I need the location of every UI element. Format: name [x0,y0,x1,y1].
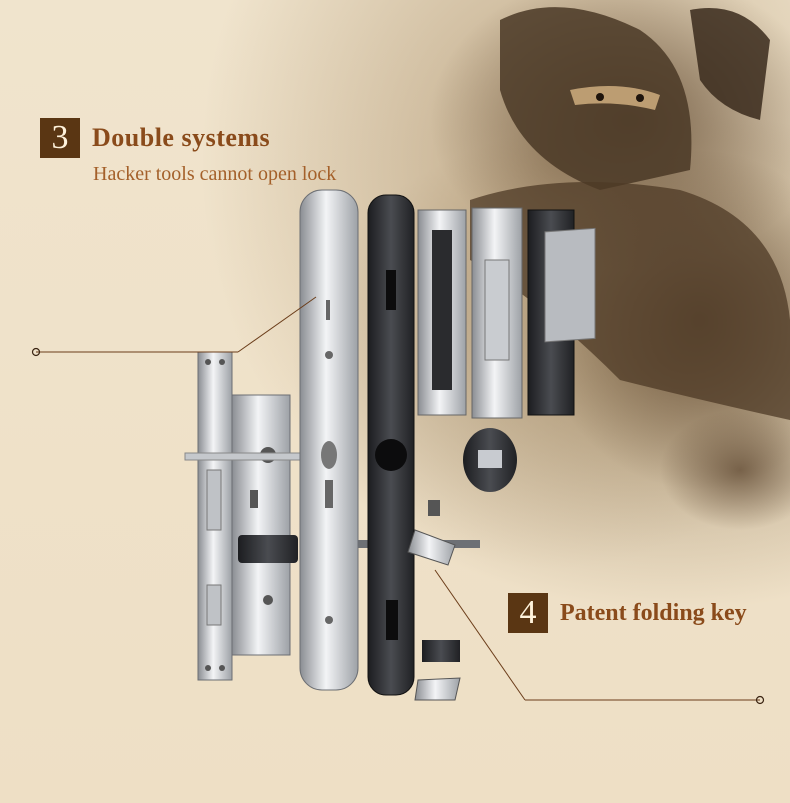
leader-dot-right [755,695,765,705]
mortise-body [231,394,291,656]
callout-number-3: 3 [40,118,80,158]
callout-double-systems: 3 Double systems [40,118,270,158]
callout-number-4: 4 [508,593,548,633]
outer-panel [299,189,359,691]
callout-title-patent-folding-key: Patent folding key [560,599,747,626]
leader-dot-left [31,347,41,357]
callout-subtitle-hacker-tools: Hacker tools cannot open lock [93,163,337,185]
folding-key-part [407,529,456,566]
callout-patent-folding-key: 4 Patent folding key [508,593,747,633]
callout-title-double-systems: Double systems [92,123,271,152]
battery-frame [471,207,523,419]
